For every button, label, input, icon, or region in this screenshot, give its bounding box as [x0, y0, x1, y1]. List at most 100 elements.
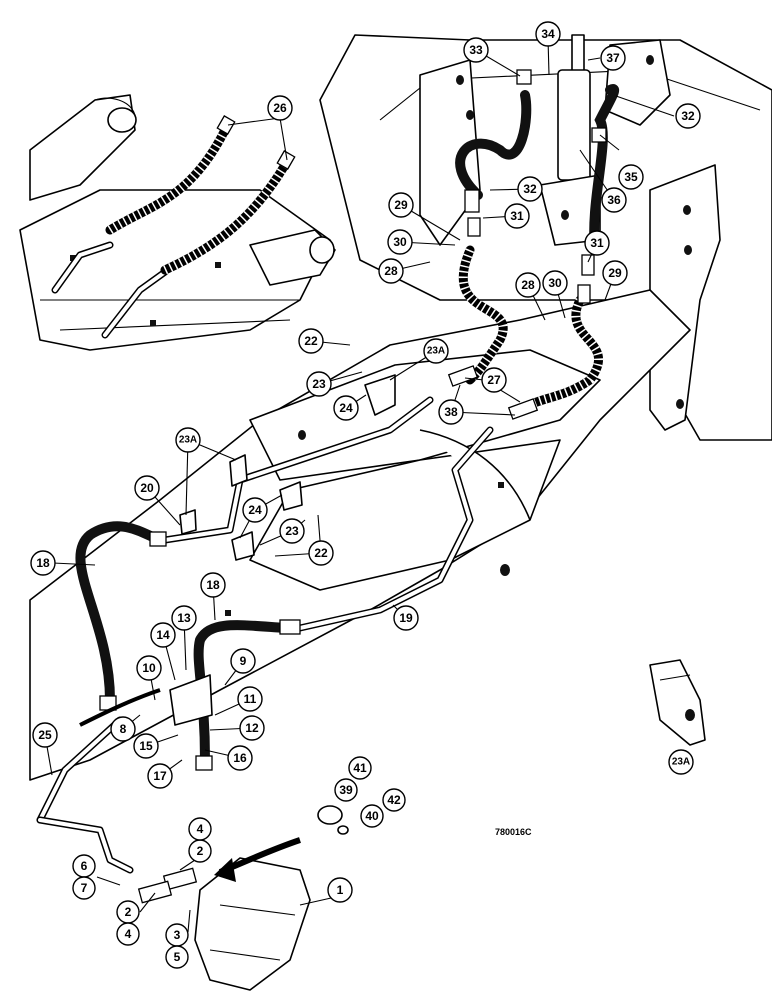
control-valve	[137, 805, 349, 991]
callout-5: 5	[165, 945, 189, 969]
svg-text:18: 18	[36, 556, 50, 570]
callout-6: 6	[72, 854, 96, 878]
callout-7: 7	[72, 876, 96, 900]
svg-text:29: 29	[608, 266, 622, 280]
callout-16: 16	[227, 745, 253, 771]
svg-text:1: 1	[337, 883, 344, 897]
callout-2: 2	[116, 900, 140, 924]
svg-text:2: 2	[125, 905, 132, 919]
callout-23a: 23A	[175, 427, 201, 453]
callout-23: 23	[279, 518, 305, 544]
callout-40: 40	[360, 804, 384, 828]
bucket-hoses	[447, 69, 620, 420]
callout-27: 27	[481, 367, 507, 393]
svg-text:33: 33	[469, 43, 483, 57]
svg-text:13: 13	[177, 611, 191, 625]
callout-12: 12	[239, 715, 265, 741]
callout-30: 30	[387, 229, 413, 255]
svg-text:15: 15	[139, 739, 153, 753]
svg-text:27: 27	[487, 373, 501, 387]
callout-11: 11	[237, 686, 263, 712]
callout-3: 3	[165, 923, 189, 947]
svg-text:24: 24	[339, 401, 353, 415]
svg-text:30: 30	[548, 276, 562, 290]
callout-31: 31	[504, 203, 530, 229]
bracket-detail-23a	[649, 659, 706, 746]
svg-text:41: 41	[353, 761, 367, 775]
svg-text:9: 9	[240, 654, 247, 668]
callout-24: 24	[242, 497, 268, 523]
callout-4: 4	[116, 922, 140, 946]
svg-text:4: 4	[197, 822, 204, 836]
svg-text:12: 12	[245, 721, 259, 735]
svg-text:31: 31	[510, 209, 524, 223]
callout-36: 36	[601, 187, 627, 213]
callout-22: 22	[308, 540, 334, 566]
svg-text:18: 18	[206, 578, 220, 592]
callout-33: 33	[463, 37, 489, 63]
svg-text:38: 38	[444, 405, 458, 419]
callout-22: 22	[298, 328, 324, 354]
callout-19: 19	[393, 605, 419, 631]
callout-35: 35	[618, 164, 644, 190]
callout-41: 41	[348, 756, 372, 780]
svg-text:39: 39	[339, 783, 353, 797]
callout-9: 9	[230, 648, 256, 674]
svg-text:22: 22	[304, 334, 318, 348]
callout-23: 23	[306, 371, 332, 397]
callout-32: 32	[517, 176, 543, 202]
callout-28: 28	[378, 258, 404, 284]
svg-text:24: 24	[248, 503, 262, 517]
callout-8: 8	[110, 716, 136, 742]
callout-37: 37	[600, 45, 626, 71]
svg-text:31: 31	[590, 236, 604, 250]
callout-23a: 23A	[668, 749, 694, 775]
svg-text:2: 2	[197, 844, 204, 858]
svg-text:25: 25	[38, 728, 52, 742]
svg-text:14: 14	[156, 628, 170, 642]
loader-frame	[29, 289, 691, 781]
callout-38: 38	[438, 399, 464, 425]
svg-text:30: 30	[393, 235, 407, 249]
svg-text:28: 28	[384, 264, 398, 278]
svg-text:4: 4	[125, 927, 132, 941]
callout-26: 26	[267, 95, 293, 121]
callout-31: 31	[584, 230, 610, 256]
callout-15: 15	[133, 733, 159, 759]
svg-text:23A: 23A	[179, 435, 197, 446]
callout-10: 10	[136, 655, 162, 681]
callout-18: 18	[200, 572, 226, 598]
callout-39: 39	[334, 778, 358, 802]
svg-text:3: 3	[174, 928, 181, 942]
callout-25: 25	[32, 722, 58, 748]
svg-text:20: 20	[140, 481, 154, 495]
pointer-arrowhead	[214, 858, 236, 882]
callout-18: 18	[30, 550, 56, 576]
callout-1: 1	[327, 877, 353, 903]
svg-text:8: 8	[120, 722, 127, 736]
svg-text:32: 32	[681, 109, 695, 123]
callout-23a: 23A	[423, 338, 449, 364]
clamp-plates	[169, 374, 396, 726]
svg-text:37: 37	[606, 51, 620, 65]
callout-4: 4	[188, 817, 212, 841]
svg-text:26: 26	[273, 101, 287, 115]
callout-34: 34	[535, 21, 561, 47]
svg-text:5: 5	[174, 950, 181, 964]
callout-14: 14	[150, 622, 176, 648]
svg-text:29: 29	[394, 198, 408, 212]
svg-text:6: 6	[81, 859, 88, 873]
svg-text:42: 42	[387, 793, 401, 807]
svg-text:16: 16	[233, 751, 247, 765]
svg-text:23A: 23A	[672, 757, 690, 768]
callout-32: 32	[675, 103, 701, 129]
svg-text:23A: 23A	[427, 346, 445, 357]
callout-24: 24	[333, 395, 359, 421]
frame-tubes	[36, 396, 494, 874]
svg-text:35: 35	[624, 170, 638, 184]
callout-29: 29	[388, 192, 414, 218]
svg-text:10: 10	[142, 661, 156, 675]
svg-text:28: 28	[521, 278, 535, 292]
callout-42: 42	[382, 788, 406, 812]
